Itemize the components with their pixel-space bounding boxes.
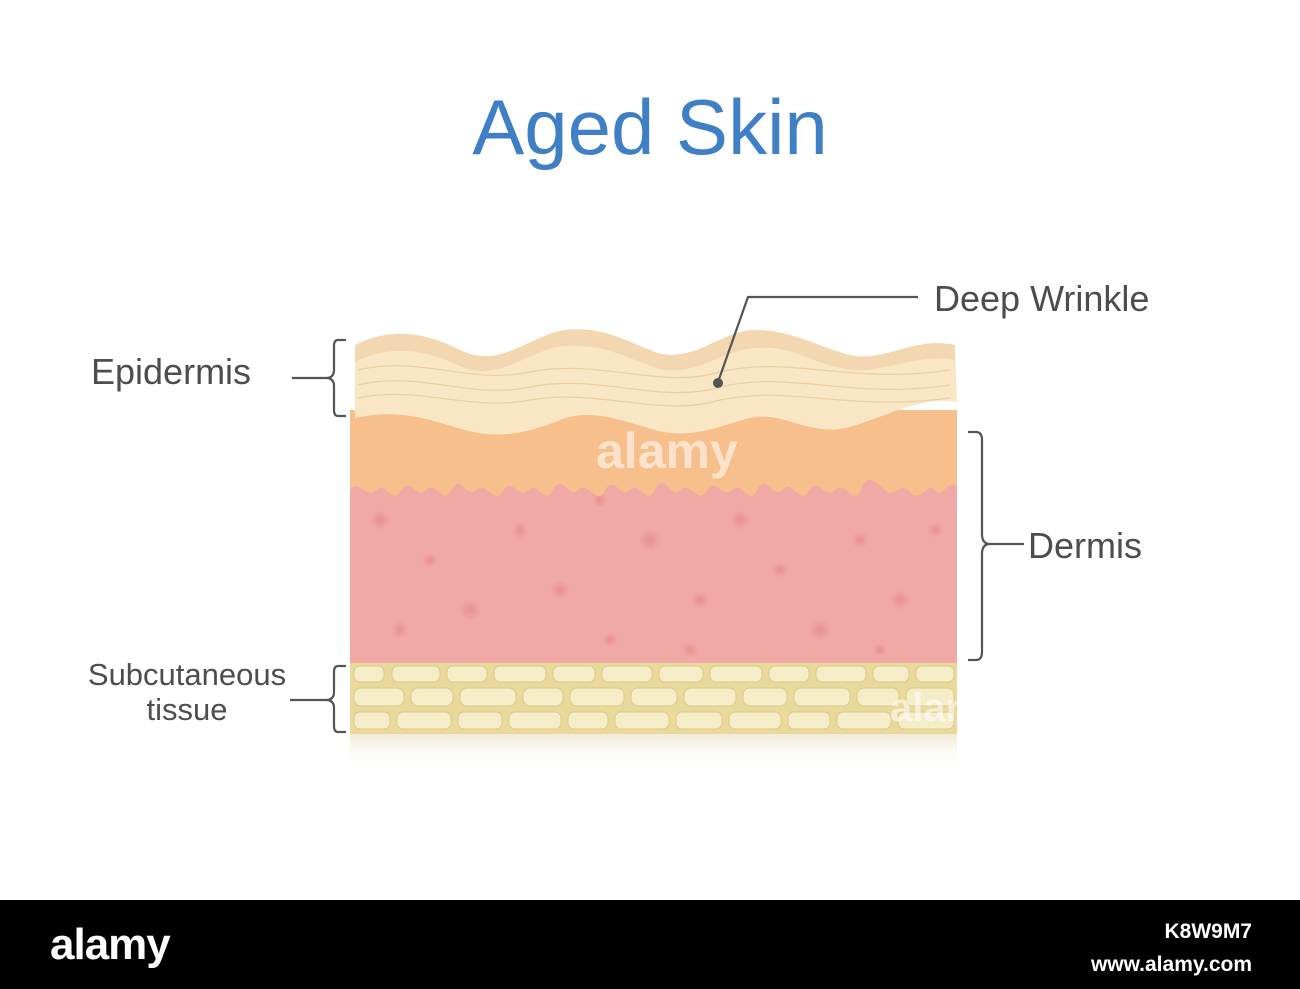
subcutaneous-label-line1: Subcutaneous bbox=[87, 657, 287, 692]
deep-wrinkle-label: Deep Wrinkle bbox=[934, 278, 1150, 319]
dermis-spots bbox=[370, 493, 943, 658]
deep-wrinkle-callout bbox=[713, 295, 918, 388]
dermis-label: Dermis bbox=[1028, 525, 1142, 566]
block-shadow bbox=[350, 732, 957, 772]
fat-cells bbox=[353, 665, 955, 730]
epidermis-label: Epidermis bbox=[91, 351, 252, 392]
subcutaneous-label-line2: tissue bbox=[146, 692, 228, 727]
footer-bar bbox=[0, 900, 1300, 989]
dermis-layer bbox=[350, 470, 957, 663]
subcutaneous-bracket bbox=[290, 664, 346, 734]
epidermis-bracket bbox=[292, 338, 346, 418]
footer-info: K8W9M7 www.alamy.com bbox=[1091, 915, 1252, 981]
subcutaneous-label: Subcutaneous tissue bbox=[72, 657, 302, 727]
watermark-center: alamy bbox=[596, 423, 738, 479]
watermark-right: alamy bbox=[890, 686, 1004, 730]
deep-wrinkle-leader bbox=[716, 295, 918, 383]
skin-cross-section bbox=[290, 295, 1024, 772]
image-id: K8W9M7 bbox=[1164, 920, 1252, 943]
page-title: Aged Skin bbox=[472, 83, 828, 171]
deep-wrinkle-dot bbox=[713, 378, 723, 388]
footer-logo: alamy bbox=[50, 920, 171, 969]
stratum-corneum bbox=[355, 329, 955, 372]
dermis-bracket bbox=[968, 430, 1024, 662]
site-url: www.alamy.com bbox=[1090, 953, 1252, 976]
epidermis-lines bbox=[357, 365, 951, 407]
